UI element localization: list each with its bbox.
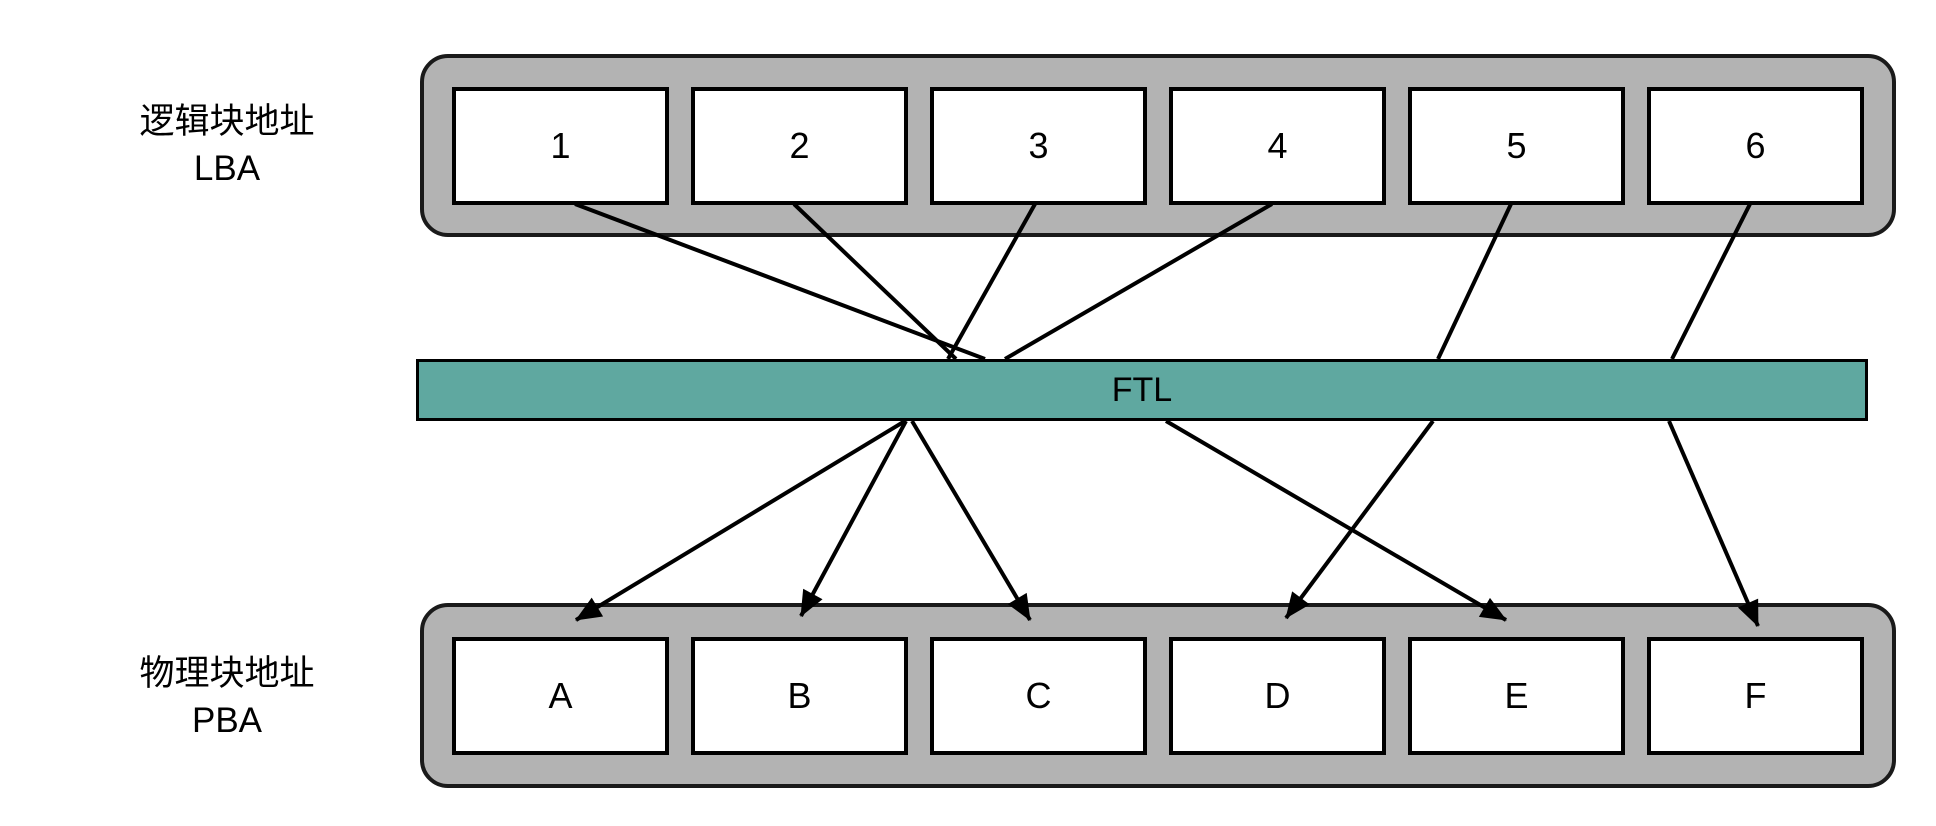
lba-block-6: 6 (1647, 86, 1864, 205)
lba-axis-label: 逻辑块地址 LBA (92, 98, 362, 193)
pba-block-b: B (691, 636, 908, 755)
lba-block-5: 5 (1408, 86, 1625, 205)
lba-block-4: 4 (1169, 86, 1386, 205)
pba-label-cn: 物理块地址 (139, 654, 315, 693)
ftl-to-pba-arrow (1164, 419, 1508, 622)
pba-block-f: F (1647, 636, 1864, 755)
ftl-to-pba-arrow (574, 419, 907, 622)
pba-axis-label: 物理块地址 PBA (92, 650, 362, 745)
ftl-bar: FTL (416, 359, 1868, 421)
lba-label-en: LBA (193, 149, 261, 189)
pba-label-en: PBA (191, 701, 263, 741)
lba-row: 1 2 3 4 5 6 (420, 54, 1896, 237)
lba-block-3: 3 (930, 86, 1147, 205)
pba-block-e: E (1408, 636, 1625, 755)
lba-block-1: 1 (452, 86, 669, 205)
ftl-to-pba-arrow (799, 420, 908, 617)
ftl-to-pba-arrow (910, 419, 1032, 622)
ftl-to-pba-arrow (1284, 419, 1435, 620)
pba-block-a: A (452, 636, 669, 755)
pba-row: A B C D E F (420, 603, 1896, 788)
pba-block-d: D (1169, 636, 1386, 755)
lba-label-cn: 逻辑块地址 (139, 102, 315, 141)
pba-block-c: C (930, 636, 1147, 755)
lba-block-2: 2 (691, 86, 908, 205)
ftl-to-pba-arrow (1667, 420, 1760, 627)
ftl-label: FTL (1111, 370, 1173, 409)
